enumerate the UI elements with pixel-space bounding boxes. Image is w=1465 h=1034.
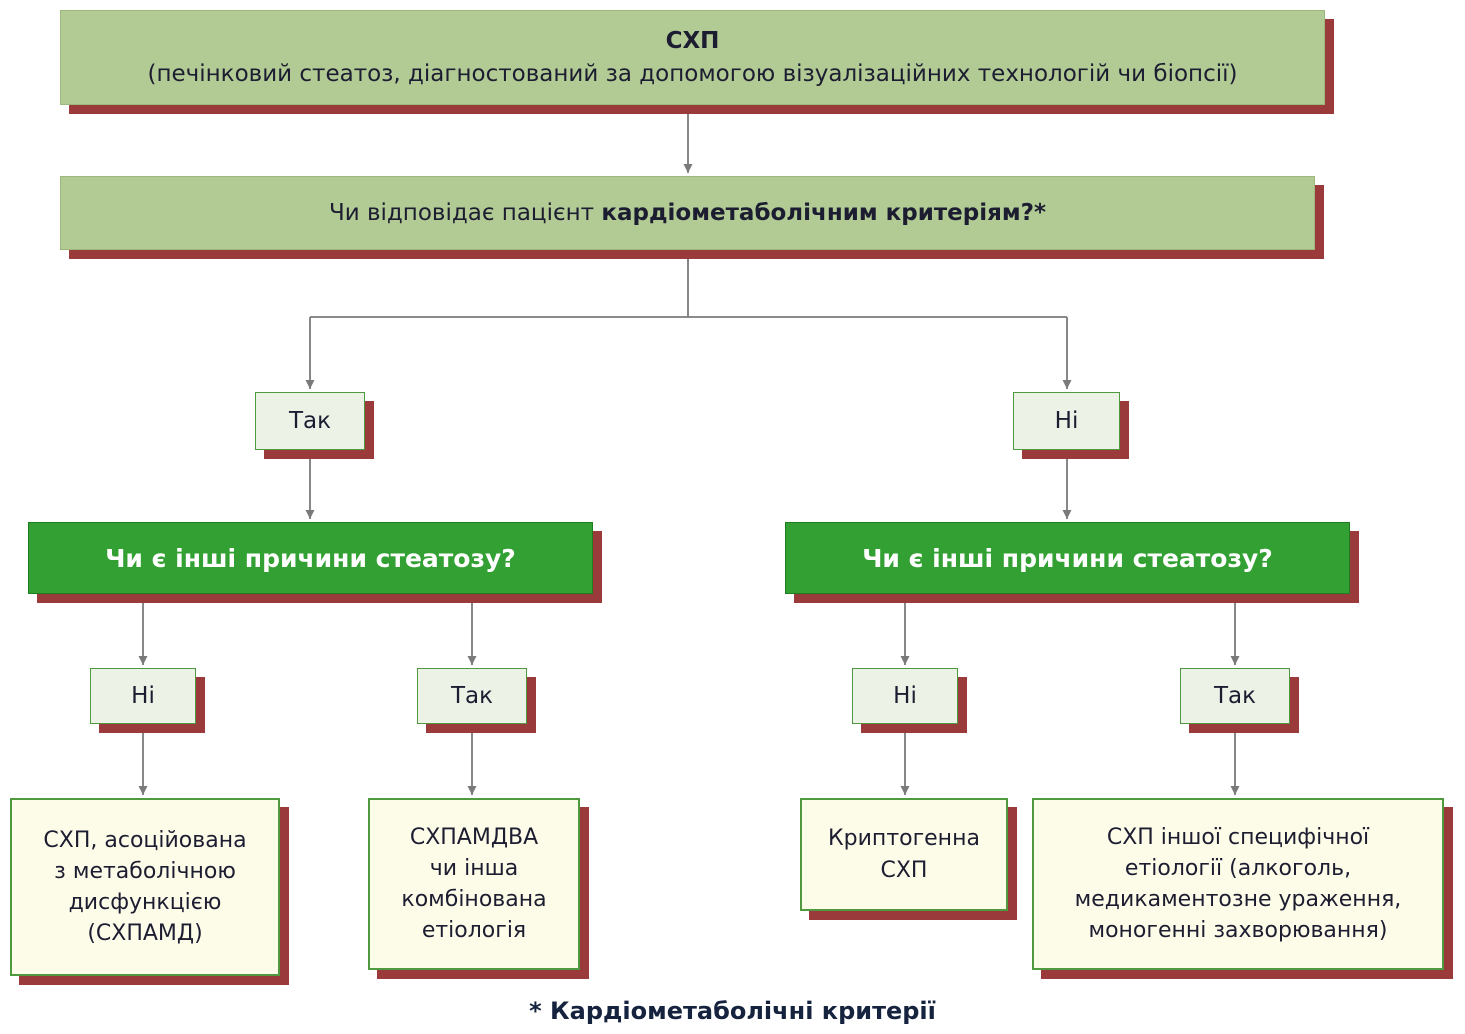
node-other-causes-right: Чи є інші причини стеатозу? [785,522,1350,594]
outcome-cryptogenic: Криптогенна СХП [800,798,1008,911]
decision-no-right-branch: Ні [852,668,958,724]
question-text-normal: Чи відповідає пацієнт [328,200,602,226]
outcome-schpamdva: СХПАМДВА чи інша комбінована етіологія [368,798,580,970]
outcome-schpamd: СХП, асоційована з метаболічною дисфункц… [10,798,280,976]
footnote-cardiometabolic-criteria: * Кардіометаболічні критерії [529,997,936,1025]
node-schp-header: СХП (печінковий стеатоз, діагностований … [60,10,1325,105]
outcome-other-etiology: СХП іншої специфічної етіології (алкогол… [1032,798,1444,970]
decision-no-left-branch: Ні [90,668,196,724]
decision-yes-left: Так [255,392,365,450]
decision-yes-left-branch: Так [417,668,527,724]
node-schp-subtitle: (печінковий стеатоз, діагностований за д… [147,60,1238,87]
decision-yes-right-branch: Так [1180,668,1290,724]
node-schp-title: СХП [665,27,720,54]
node-cardiometabolic-question: Чи відповідає пацієнт кардіометаболічним… [60,176,1315,250]
decision-no-right: Ні [1013,392,1120,450]
node-other-causes-left: Чи є інші причини стеатозу? [28,522,593,594]
cardiometabolic-question-line: Чи відповідає пацієнт кардіометаболічним… [329,200,1046,226]
question-text-bold: кардіометаболічним критеріям?* [601,200,1047,226]
